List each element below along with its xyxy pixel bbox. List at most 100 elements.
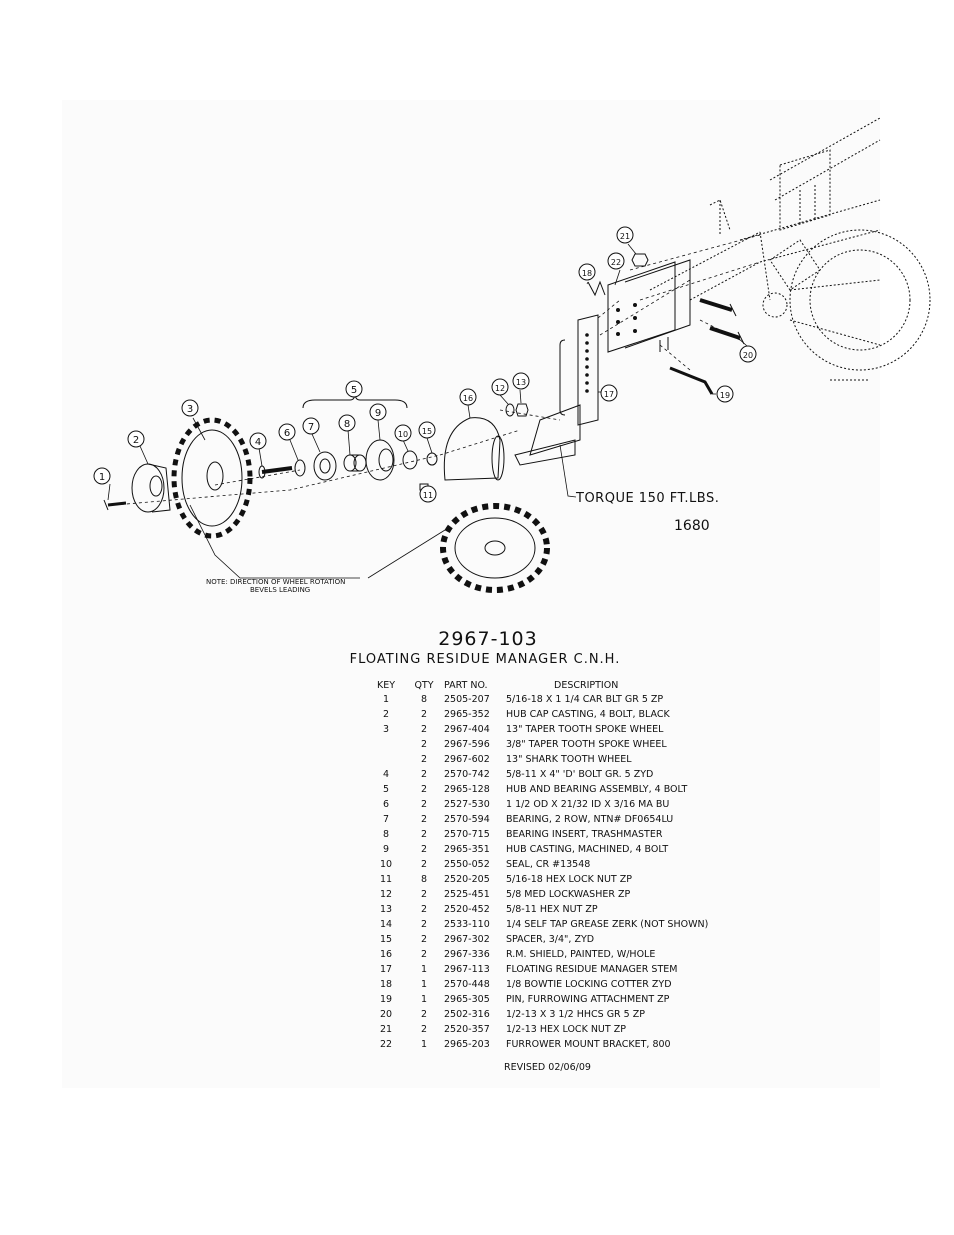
cell-key: 14 — [379, 919, 393, 930]
cell-description: PIN, FURROWING ATTACHMENT ZP — [506, 994, 670, 1005]
header-part-no: PART NO. — [444, 679, 488, 691]
assembly-lines — [114, 234, 761, 506]
cell-key: 10 — [379, 859, 393, 870]
callout-7: 7 — [308, 422, 314, 433]
cell-key: 6 — [382, 799, 390, 810]
cell-key: 19 — [379, 994, 393, 1005]
part-shark-tooth-wheel — [440, 503, 550, 593]
callout-4: 4 — [255, 437, 261, 448]
cell-part-no: 2570-448 — [444, 979, 490, 990]
part-seal — [402, 450, 418, 470]
cell-description: 5/8-11 HEX NUT ZP — [506, 904, 598, 915]
cell-key: 16 — [379, 949, 393, 960]
callout-19: 19 — [720, 391, 730, 400]
cell-description: 13" TAPER TOOTH SPOKE WHEEL — [506, 724, 664, 735]
cell-description: HUB AND BEARING ASSEMBLY, 4 BOLT — [506, 784, 688, 795]
part-cotter — [587, 280, 606, 297]
cell-qty: 2 — [420, 784, 428, 795]
callout-16: 16 — [463, 394, 473, 403]
exploded-view-drawing: 1 2 3 4 6 7 8 9 10 15 11 12 13 5 16 17 1… — [93, 117, 931, 593]
cell-description: R.M. SHIELD, PAINTED, W/HOLE — [506, 949, 656, 960]
cell-part-no: 2570-715 — [444, 829, 490, 840]
cell-description: 1 1/2 OD X 21/32 ID X 3/16 MA BU — [506, 799, 670, 810]
cell-key: 17 — [379, 964, 393, 975]
header-key: KEY — [376, 679, 396, 691]
callout-12: 12 — [495, 384, 505, 393]
cell-description: BEARING INSERT, TRASHMASTER — [506, 829, 663, 840]
callout-1: 1 — [99, 472, 105, 483]
callout-6: 6 — [284, 428, 290, 439]
cell-part-no: 2967-336 — [444, 949, 490, 960]
callout-21: 21 — [620, 232, 630, 241]
cell-key: 11 — [379, 874, 393, 885]
cell-description: 1/2-13 HEX LOCK NUT ZP — [506, 1024, 626, 1035]
cell-qty: 2 — [420, 859, 428, 870]
cell-qty: 1 — [420, 1039, 428, 1050]
callout-11: 11 — [423, 491, 433, 500]
part-furrowing-pin — [669, 366, 714, 395]
callout-13: 13 — [516, 378, 526, 387]
cell-qty: 2 — [420, 739, 428, 750]
callout-5: 5 — [351, 385, 357, 396]
cell-qty: 2 — [420, 709, 428, 720]
callout-15: 15 — [422, 427, 432, 436]
cell-key: 4 — [382, 769, 390, 780]
part-carriage-bolt — [103, 499, 127, 511]
cell-description: FURROWER MOUNT BRACKET, 800 — [506, 1039, 671, 1050]
assembly-name-title: FLOATING RESIDUE MANAGER C.N.H. — [349, 652, 621, 667]
callout-18: 18 — [582, 269, 592, 278]
part-spoke-wheel — [171, 417, 253, 539]
revised-date: REVISED 02/06/09 — [504, 1062, 591, 1073]
cell-key: 9 — [382, 844, 390, 855]
callout-17: 17 — [604, 390, 614, 399]
cell-part-no: 2965-352 — [444, 709, 490, 720]
cell-description: FLOATING RESIDUE MANAGER STEM — [506, 964, 678, 975]
cell-qty: 2 — [420, 1024, 428, 1035]
cell-qty: 2 — [420, 754, 428, 765]
part-hhcs-bolts — [699, 298, 745, 345]
cell-part-no: 2520-205 — [444, 874, 490, 885]
part-hex-nut — [515, 403, 529, 417]
cell-key: 13 — [379, 904, 393, 915]
cell-qty: 2 — [420, 799, 428, 810]
cell-part-no: 2965-351 — [444, 844, 490, 855]
callout-22: 22 — [611, 258, 621, 267]
callout-10: 10 — [398, 430, 408, 439]
cell-key: 15 — [379, 934, 393, 945]
table-row: 2 2967-602 13" SHARK TOOTH WHEEL — [368, 752, 784, 767]
cell-part-no: 2525-451 — [444, 889, 490, 900]
cell-key: 1 — [382, 694, 390, 705]
cell-qty: 1 — [420, 964, 428, 975]
cell-qty: 2 — [420, 814, 428, 825]
cell-key: 18 — [379, 979, 393, 990]
cell-key: 2 — [382, 709, 390, 720]
cell-part-no: 2533-110 — [444, 919, 490, 930]
cell-description: 13" SHARK TOOTH WHEEL — [506, 754, 632, 765]
cell-description: 5/8 MED LOCKWASHER ZP — [506, 889, 631, 900]
cell-key — [368, 737, 404, 752]
cell-qty: 2 — [420, 919, 428, 930]
cell-part-no: 2967-602 — [444, 754, 490, 765]
cell-part-no: 2520-357 — [444, 1024, 490, 1035]
cell-description: BEARING, 2 ROW, NTN# DF0654LU — [506, 814, 674, 825]
callout-bubbles — [93, 226, 757, 503]
cell-key: 5 — [382, 784, 390, 795]
table-header-row: KEY QTY PART NO. DESCRIPTION — [368, 678, 784, 692]
cell-description: 5/8-11 X 4" 'D' BOLT GR. 5 ZYD — [506, 769, 654, 780]
cell-part-no: 2967-404 — [444, 724, 490, 735]
